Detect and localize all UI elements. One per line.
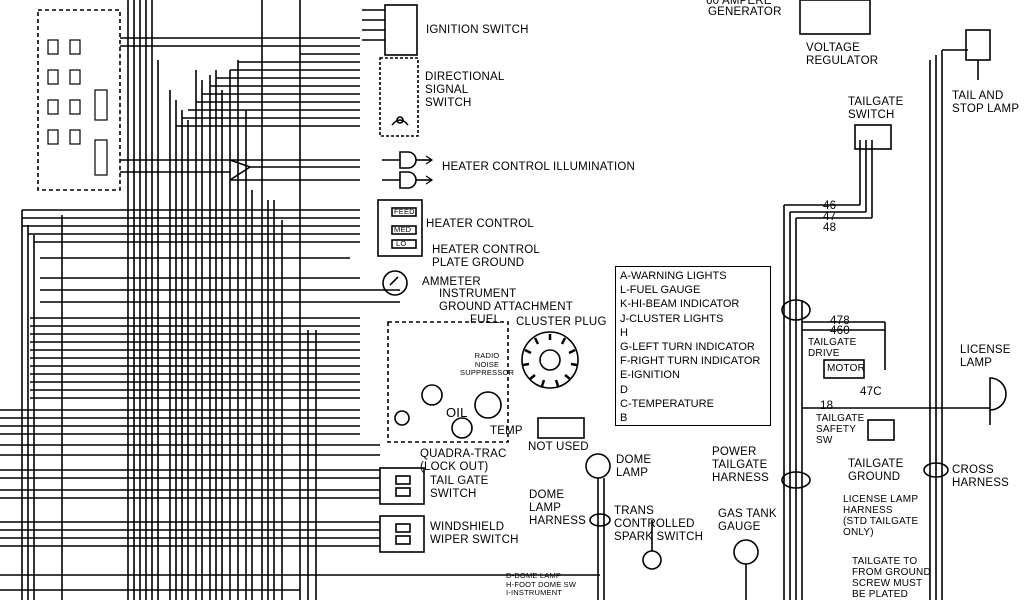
legend-item: K-HI-BEAM INDICATOR bbox=[620, 298, 740, 311]
trans-spark-symbol bbox=[642, 520, 662, 570]
tailgate-drive-label: TAILGATE DRIVE bbox=[808, 337, 857, 359]
heater-lo-label: LO bbox=[396, 239, 407, 248]
legend-item: C-TEMPERATURE bbox=[620, 397, 714, 410]
wire-47: 47 bbox=[823, 211, 837, 223]
radio-noise-label: RADIO NOISE SUPPRESSOR bbox=[460, 351, 515, 377]
legend-item: E-IGNITION bbox=[620, 369, 680, 382]
legend-item: F-RIGHT TURN INDICATOR bbox=[620, 355, 761, 368]
power-tailgate-label: POWER TAILGATE HARNESS bbox=[712, 446, 769, 484]
not-used-connector bbox=[537, 417, 585, 439]
dome-lamp-symbol bbox=[585, 453, 611, 600]
legend-item: H bbox=[620, 326, 628, 339]
heater-illum-label: HEATER CONTROL ILLUMINATION bbox=[442, 161, 636, 173]
tailgate-ground-label: TAILGATE GROUND bbox=[848, 458, 904, 483]
voltage-regulator-label: VOLTAGE REGULATOR bbox=[806, 42, 879, 67]
legend-item: D bbox=[620, 383, 628, 396]
tailgate-switch-label: TAILGATE SWITCH bbox=[848, 96, 904, 121]
tailgate-to-ground-label: TAILGATE TO FROM GROUND SCREW MUST BE PL… bbox=[852, 556, 931, 600]
cluster-plug-label: CLUSTER PLUG bbox=[516, 316, 607, 328]
trans-spark-label: TRANS CONTROLLED SPARK SWITCH bbox=[614, 505, 704, 543]
license-lamp-label: LICENSE LAMP bbox=[960, 344, 1011, 369]
generator-label: 60 AMPERE bbox=[706, 0, 772, 7]
dome-lamp-label: DOME LAMP bbox=[616, 454, 652, 479]
ignition-switch-label: IGNITION SWITCH bbox=[426, 24, 529, 36]
wire-478: 478 bbox=[830, 315, 850, 327]
gas-tank-gauge-symbol bbox=[733, 539, 759, 600]
ammeter-label: AMMETER bbox=[422, 276, 481, 288]
wire-18: 18 bbox=[820, 400, 834, 412]
quadra-trac-label: QUADRA-TRAC (LOCK OUT) bbox=[420, 448, 507, 473]
heater-illum-bulbs bbox=[382, 151, 434, 189]
wire-460: 460 bbox=[830, 325, 850, 337]
wire-47c: 47C bbox=[860, 386, 882, 398]
right-harness bbox=[781, 124, 990, 600]
temp-label: TEMP bbox=[490, 425, 523, 437]
cluster-legend: A-WARNING LIGHTS L-FUEL GAUGE K-HI-BEAM … bbox=[615, 266, 771, 426]
license-lamp-symbol bbox=[989, 377, 1007, 425]
horizontal-wires bbox=[0, 37, 600, 591]
tailgate-safety-label: TAILGATE SAFETY SW bbox=[816, 413, 865, 446]
cluster-panel bbox=[387, 321, 509, 443]
legend-item: G-LEFT TURN INDICATOR bbox=[620, 341, 755, 354]
cross-harness-label: CROSS HARNESS bbox=[952, 464, 1009, 489]
ammeter bbox=[382, 270, 408, 296]
heater-plate-ground-label: HEATER CONTROL PLATE GROUND bbox=[432, 244, 541, 269]
gas-tank-gauge-label: GAS TANK GAUGE bbox=[718, 508, 777, 533]
voltage-regulator-box bbox=[799, 0, 871, 35]
generator-name: GENERATOR bbox=[708, 6, 782, 18]
cluster-plug bbox=[521, 331, 579, 389]
legend-item: A-WARNING LIGHTS bbox=[620, 270, 727, 282]
ignition-switch bbox=[362, 4, 418, 56]
fuse-panel bbox=[37, 9, 121, 191]
legend-item: L-FUEL GAUGE bbox=[620, 284, 701, 297]
windshield-wiper-label: WINDSHIELD WIPER SWITCH bbox=[430, 521, 519, 546]
not-used-label: NOT USED bbox=[528, 441, 589, 453]
heater-control bbox=[377, 199, 423, 257]
tail-gate-switch-label: TAIL GATE SWITCH bbox=[430, 475, 489, 500]
legend-item: J-CLUSTER LIGHTS bbox=[620, 312, 724, 325]
heater-control-label: HEATER CONTROL bbox=[426, 218, 535, 230]
footnote-label: D-DOME LAMP H-FOOT DOME SW I-INSTRUMENT bbox=[506, 571, 577, 597]
wire-46: 46 bbox=[823, 200, 837, 212]
wiper-switch-connector bbox=[379, 515, 425, 553]
fuel-label: FUEL bbox=[470, 314, 501, 326]
directional-signal-switch bbox=[379, 57, 419, 137]
tail-stop-lamp-label: TAIL AND STOP LAMP bbox=[952, 90, 1020, 115]
license-harness-label: LICENSE LAMP HARNESS (STD TAILGATE ONLY) bbox=[843, 494, 919, 538]
left-wire-bundle bbox=[21, 0, 317, 600]
tail-gate-switch-connector bbox=[379, 467, 425, 505]
directional-switch-label: DIRECTIONAL SIGNAL SWITCH bbox=[425, 71, 505, 109]
motor-label: MOTOR bbox=[827, 363, 866, 374]
heater-med-label: MED bbox=[394, 225, 412, 234]
instrument-ground-label: INSTRUMENT GROUND ATTACHMENT bbox=[439, 288, 573, 313]
cross-harness bbox=[923, 29, 991, 600]
oil-label: OIL bbox=[446, 405, 468, 420]
heater-feed-label: FEED bbox=[394, 207, 415, 216]
dome-lamp-harness-label: DOME LAMP HARNESS bbox=[529, 489, 586, 527]
wire-48: 48 bbox=[823, 222, 837, 234]
legend-item: B bbox=[620, 412, 628, 425]
